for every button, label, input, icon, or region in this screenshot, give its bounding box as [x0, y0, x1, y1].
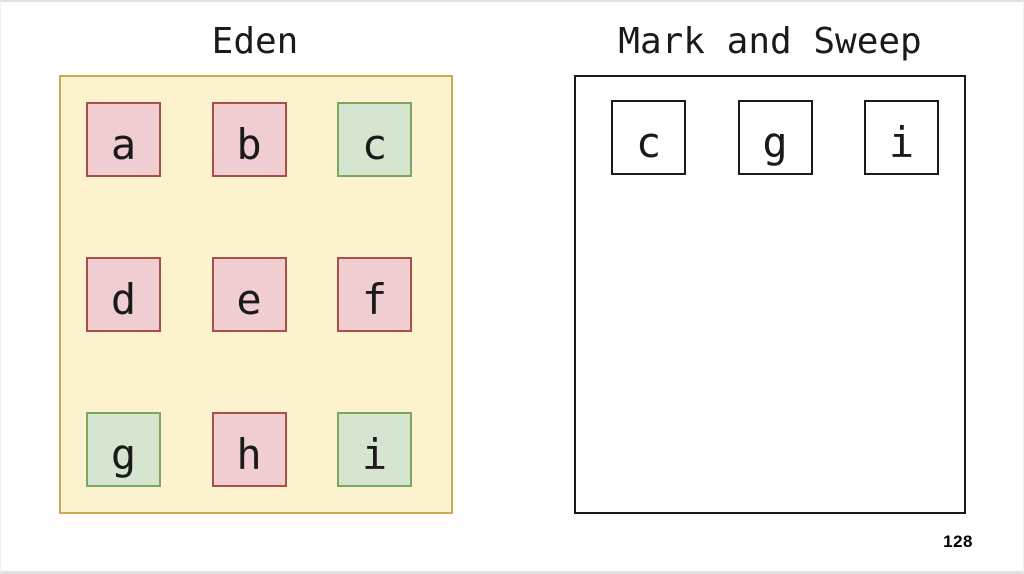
mark-and-sweep-cell-i: i	[864, 100, 939, 175]
eden-cell-i: i	[337, 412, 412, 487]
eden-cell-f: f	[337, 257, 412, 332]
eden-cell-d: d	[86, 257, 161, 332]
page-number: 128	[943, 532, 973, 551]
eden-cell-g: g	[86, 412, 161, 487]
eden-title: Eden	[211, 21, 299, 62]
mark-and-sweep-cell-g: g	[737, 100, 813, 175]
mark-and-sweep-cell-c: c	[611, 100, 686, 175]
eden-cell-e: e	[211, 257, 287, 332]
eden-cell-a: a	[86, 102, 161, 177]
mark-and-sweep-title: Mark and Sweep	[618, 21, 922, 62]
eden-cell-c: c	[337, 102, 412, 177]
eden-cell-h: h	[211, 412, 287, 487]
eden-cell-b: b	[211, 102, 287, 177]
